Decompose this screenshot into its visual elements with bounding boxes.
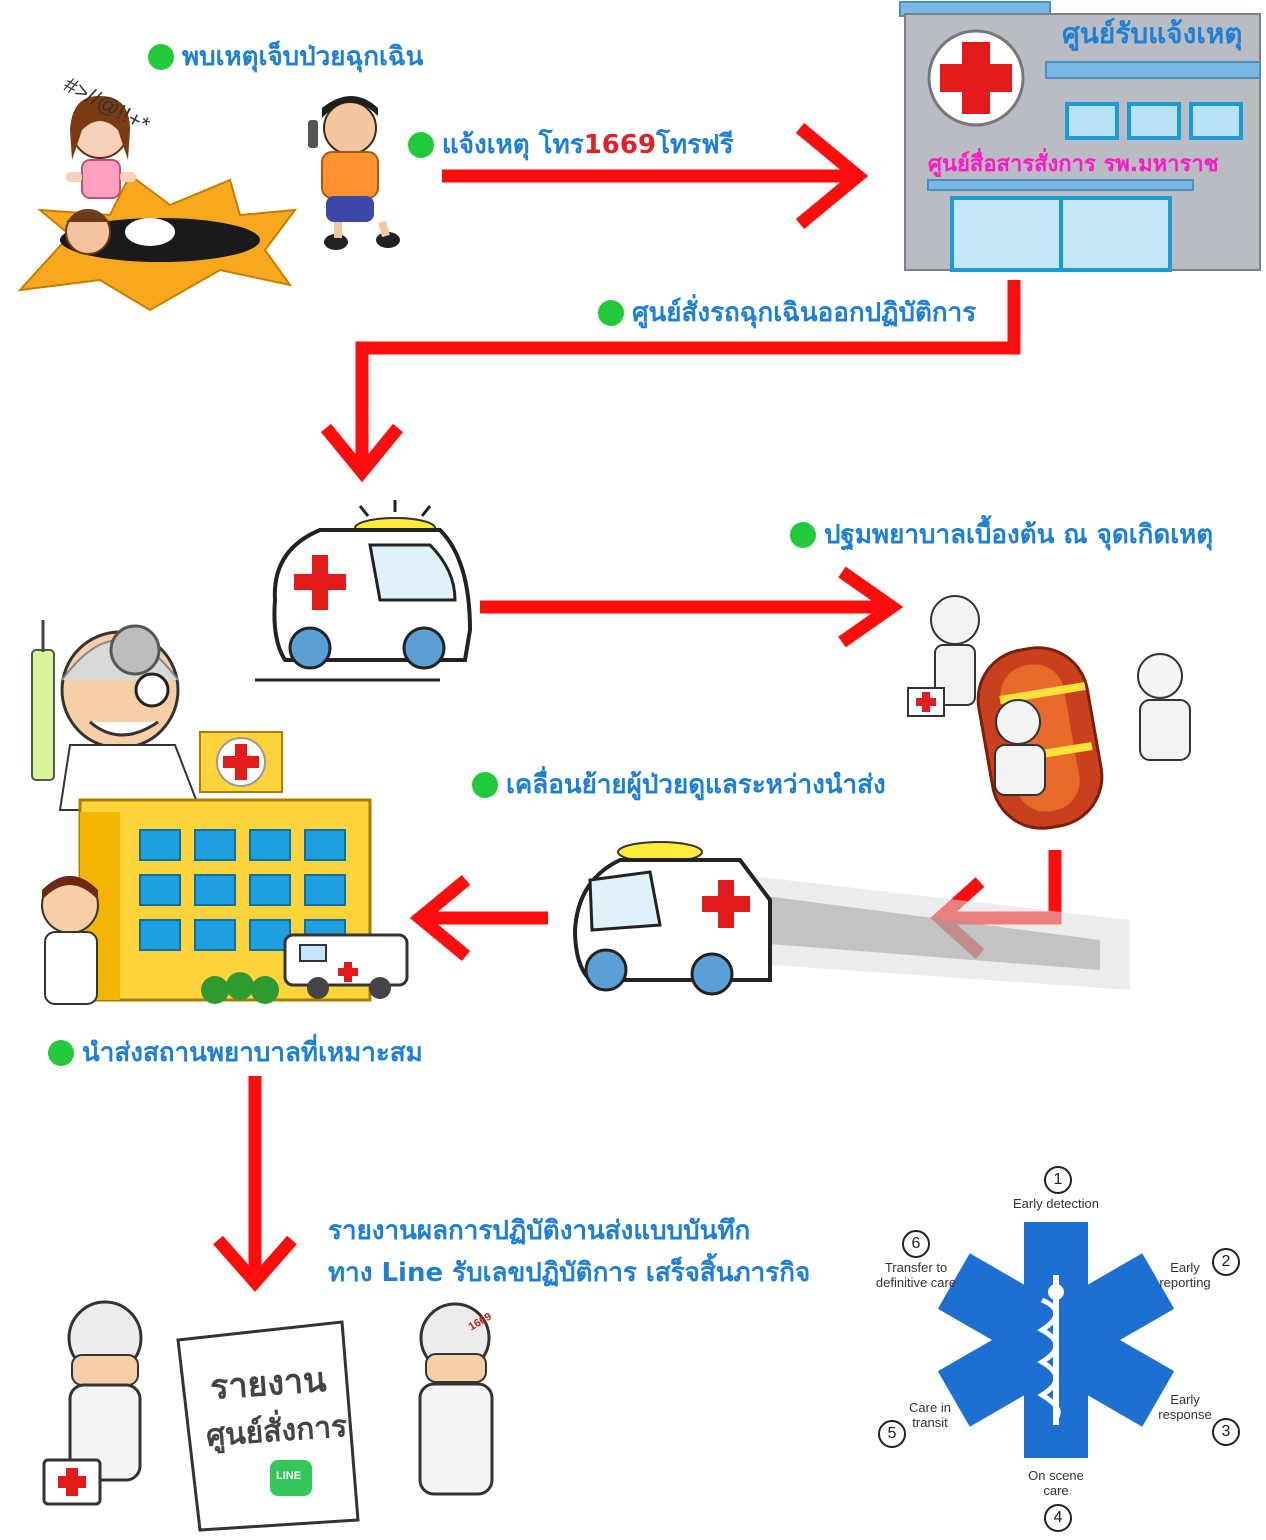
emergency-number: 1669 xyxy=(583,129,657,160)
ambulance-illustration xyxy=(255,500,473,682)
step-bullet xyxy=(148,43,174,70)
step-bullet xyxy=(48,1039,74,1066)
arrow-ambulance-to-scene xyxy=(480,566,904,648)
star-step-1-number: 1 xyxy=(1044,1166,1072,1194)
step-bullet xyxy=(408,131,434,158)
star-step-6-number: 6 xyxy=(902,1230,930,1258)
step-deliver-label: นำส่งสถานพยาบาลที่เหมาะสม xyxy=(82,1038,423,1068)
arrow-report-to-center xyxy=(442,122,869,230)
star-step-2-label: Early reporting xyxy=(1159,1260,1211,1290)
star-step-4-number: 4 xyxy=(1044,1504,1072,1532)
step-report: แจ้งเหตุ โทร 1669 โทรฟรี xyxy=(408,124,734,165)
line-logo-icon: LINE xyxy=(276,1470,302,1482)
caller-illustration xyxy=(308,96,400,250)
star-step-2-number: 2 xyxy=(1212,1248,1240,1276)
arrow-transit-to-hospital xyxy=(409,874,548,962)
arrow-hospital-to-report xyxy=(213,1076,297,1292)
ambulance-transit-illustration xyxy=(572,841,1130,996)
star-step-5-label: Care in transit xyxy=(909,1400,951,1430)
step-first-aid-label: ปฐมพยาบาลเบื้องต้น ณ จุดเกิดเหตุ xyxy=(824,520,1214,550)
report-note-line2: ทาง Line รับเลขปฏิบัติการ เสร็จสิ้นภารกิ… xyxy=(328,1258,811,1288)
step-dispatch-label: ศูนย์สั่งรถฉุกเฉินออกปฏิบัติการ xyxy=(632,298,977,328)
report-document-subtitle: ศูนย์สั่งการ xyxy=(204,1409,349,1454)
report-note: รายงานผลการปฏิบัติงานส่งแบบบันทึก ทาง Li… xyxy=(328,1210,810,1294)
star-of-life xyxy=(937,1222,1175,1458)
hospital-illustration xyxy=(31,620,409,1005)
step-transport-label: เคลื่อนย้ายผู้ป่วยดูแลระหว่างนำส่ง xyxy=(506,770,886,800)
step-detect-label: พบเหตุเจ็บป่วยฉุกเฉิน xyxy=(182,42,424,72)
center-title: ศูนย์รับแจ้งเหตุ xyxy=(1062,17,1243,50)
step-deliver: นำส่งสถานพยาบาลที่เหมาะสม xyxy=(48,1032,423,1073)
step-bullet xyxy=(598,299,624,326)
step-transport: เคลื่อนย้ายผู้ป่วยดูแลระหว่างนำส่ง xyxy=(472,764,886,805)
step-detect: พบเหตุเจ็บป่วยฉุกเฉิน xyxy=(148,36,423,77)
star-step-6-label: Transfer to definitive care xyxy=(875,1260,957,1290)
report-scene-illustration xyxy=(42,1300,494,1532)
step-first-aid: ปฐมพยาบาลเบื้องต้น ณ จุดเกิดเหตุ xyxy=(790,514,1213,555)
emergency-scene-illustration xyxy=(17,95,298,312)
command-center-building xyxy=(899,1,1261,272)
step-bullet xyxy=(472,771,498,798)
step-report-suffix: โทรฟรี xyxy=(656,130,734,160)
star-step-4-label: On scene care xyxy=(1028,1468,1084,1498)
arrow-center-to-ambulance xyxy=(320,280,1021,483)
first-aid-scene-illustration xyxy=(907,595,1191,830)
step-report-prefix: แจ้งเหตุ โทร xyxy=(442,130,584,160)
star-step-5-number: 5 xyxy=(878,1420,906,1448)
star-step-3-number: 3 xyxy=(1212,1418,1240,1446)
report-note-line1: รายงานผลการปฏิบัติงานส่งแบบบันทึก xyxy=(328,1216,751,1246)
star-step-3-label: Early response xyxy=(1158,1392,1212,1422)
star-step-1-label: Early detection xyxy=(1013,1196,1099,1211)
step-dispatch: ศูนย์สั่งรถฉุกเฉินออกปฏิบัติการ xyxy=(598,292,976,333)
center-subtitle: ศูนย์สื่อสารสั่งการ รพ.มหาราช xyxy=(928,152,1219,177)
step-bullet xyxy=(790,521,816,548)
